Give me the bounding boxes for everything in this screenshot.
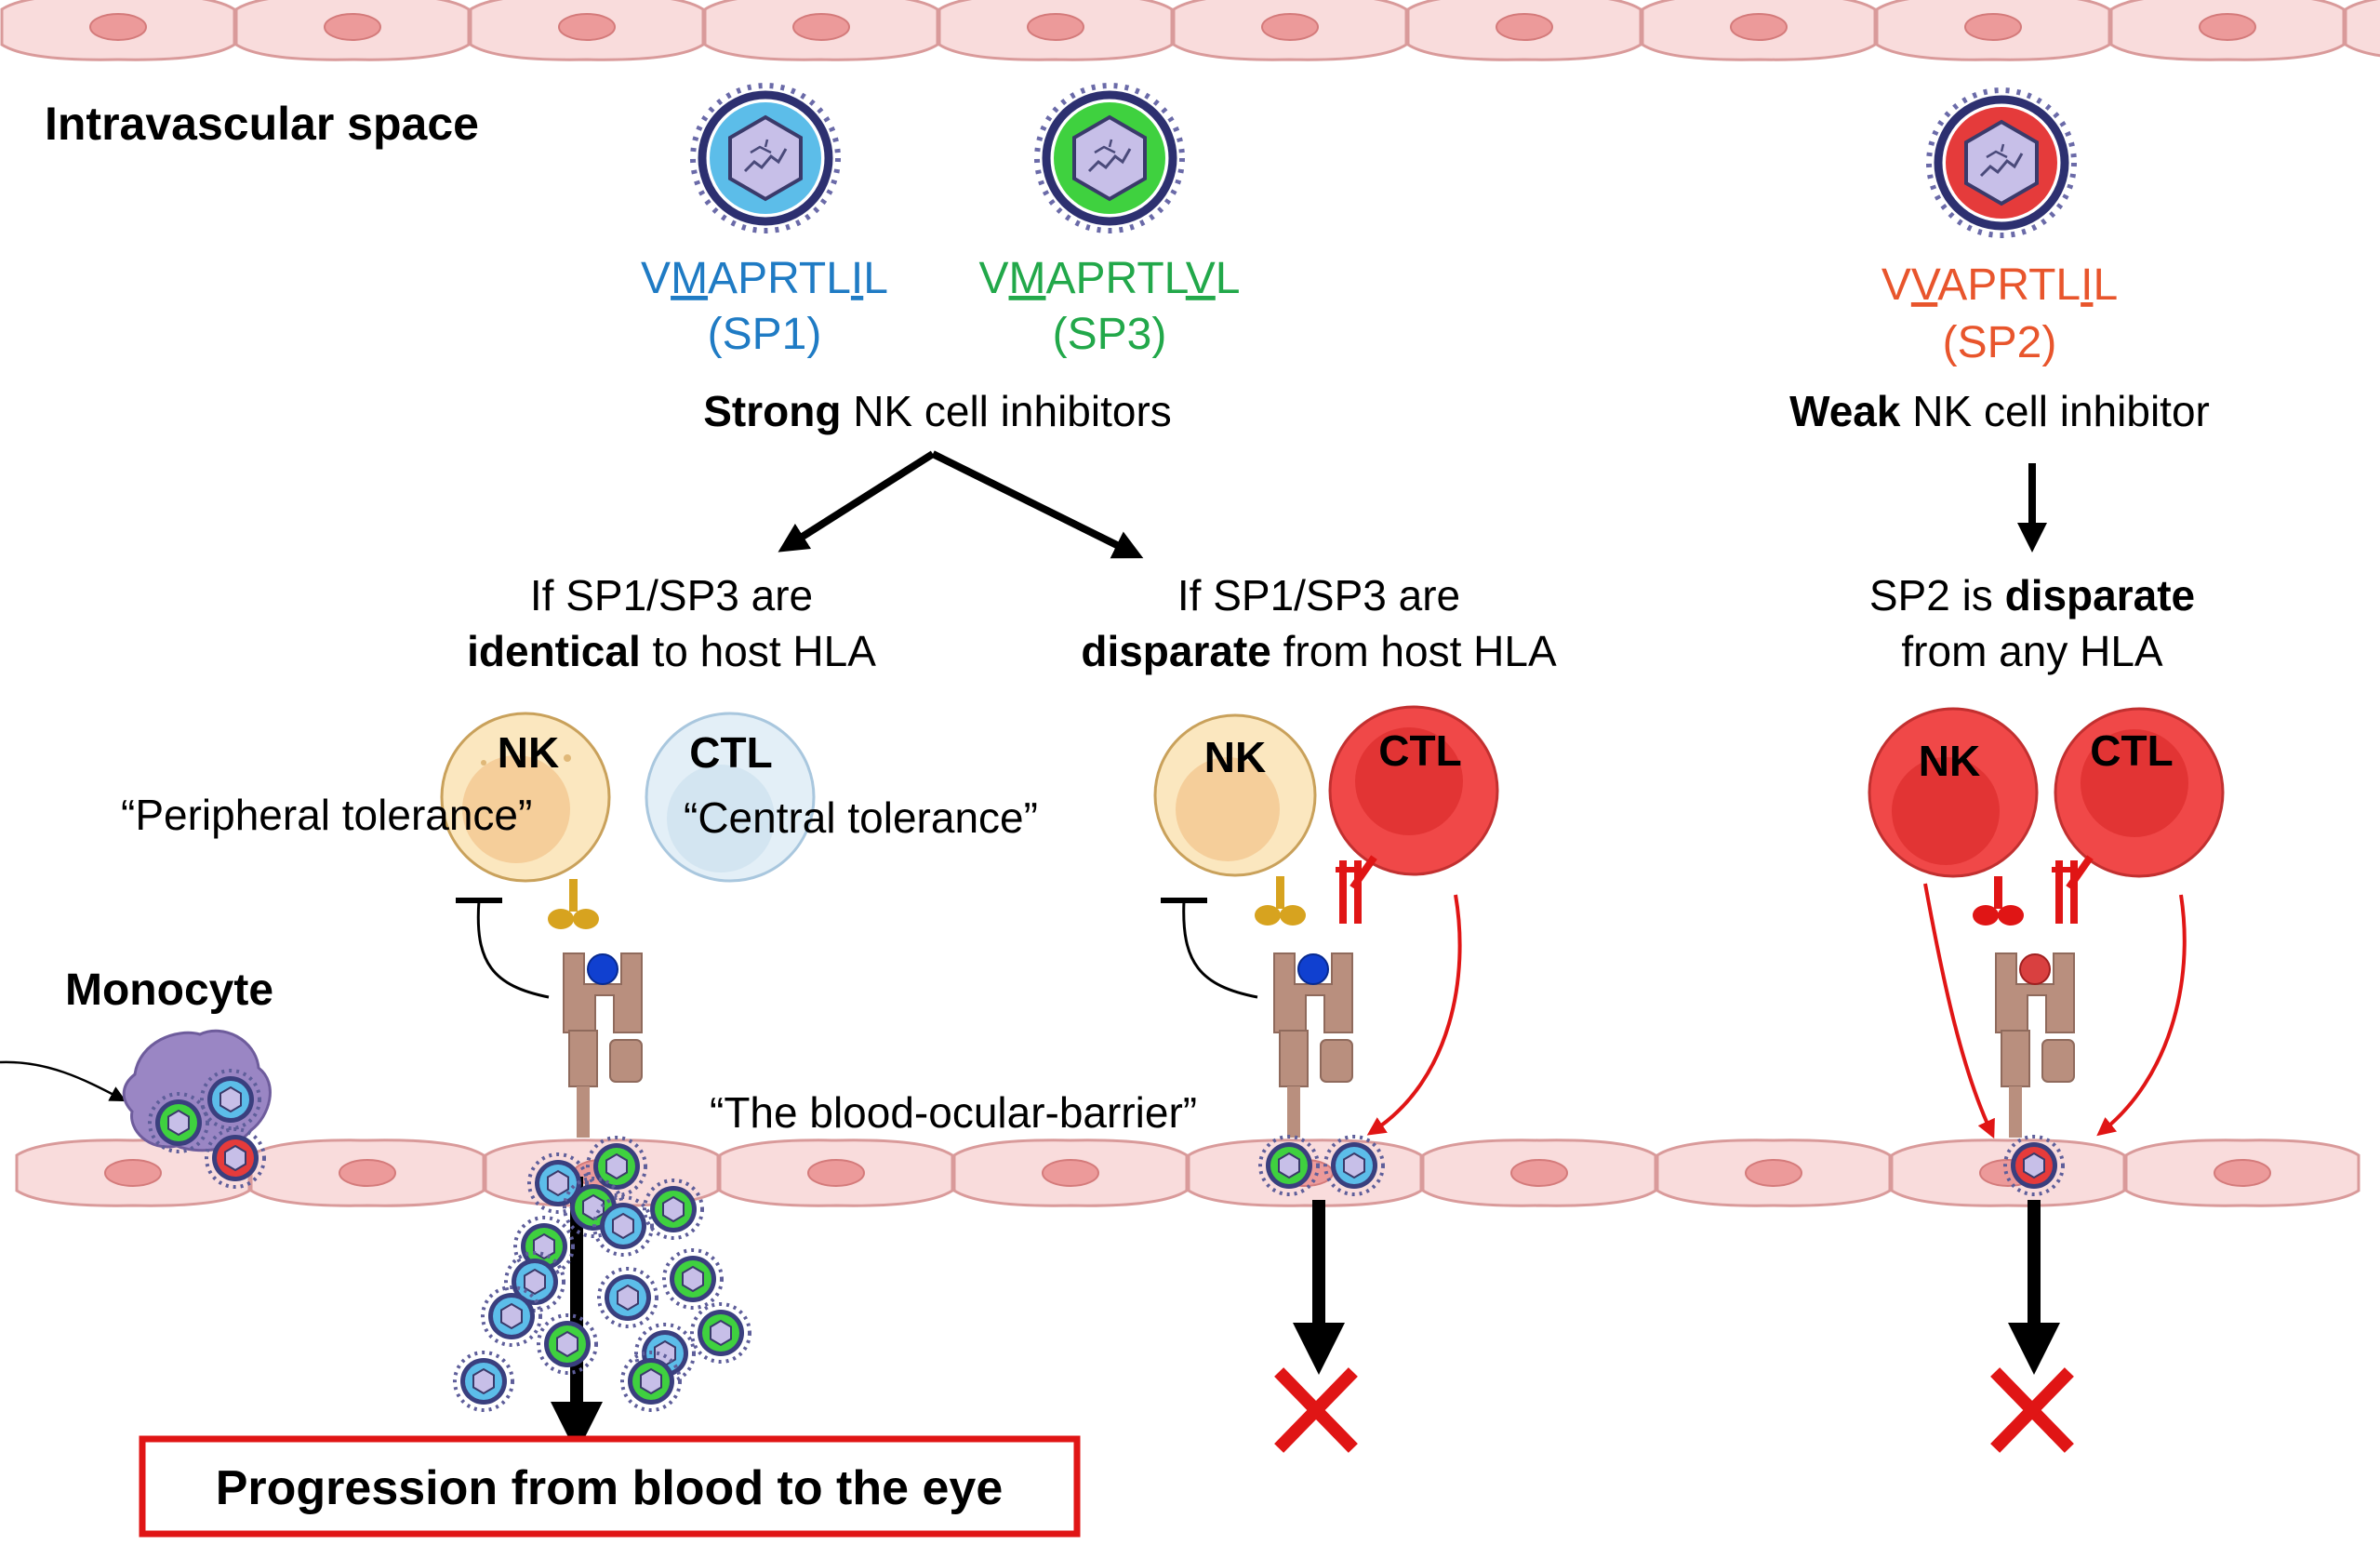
- sp1-name: (SP1): [708, 310, 822, 359]
- nk-label-3: NK: [1919, 737, 1980, 785]
- block-x-icon-2: [1274, 1367, 1358, 1453]
- arrow-to-disparate: [931, 450, 1144, 559]
- nk-label-2: NK: [1204, 733, 1266, 781]
- sp2-condition-line2: from any HLA: [1901, 627, 2163, 675]
- ctl-label-2: CTL: [1378, 726, 1461, 775]
- progression-label: Progression from blood to the eye: [216, 1461, 1004, 1515]
- nk-receptor-icon: [548, 879, 599, 929]
- peripheral-tolerance-label: “Peripheral tolerance”: [121, 791, 532, 839]
- ctl-cell-icon-2: [1328, 705, 1499, 876]
- peptide-bound-2: [1297, 953, 1329, 985]
- barrier-label: “The blood-ocular-barrier”: [710, 1088, 1197, 1137]
- nk-cell-icon-2: [1153, 713, 1317, 877]
- block-x-icon-3: [1990, 1367, 2074, 1453]
- arrow-to-identical: [778, 450, 936, 553]
- inhibition-arrow-2: [1182, 899, 1258, 999]
- identical-line2: identical to host HLA: [467, 627, 876, 675]
- virus-icon-sp2: [1929, 90, 2074, 235]
- nk-cell-icon-tolerant: [440, 712, 611, 883]
- central-tolerance-label: “Central tolerance”: [684, 793, 1038, 842]
- disparate-line1: If SP1/SP3 are: [1177, 571, 1460, 619]
- sp2-condition-line1: SP2 is disparate: [1869, 571, 2195, 619]
- nk-receptor-icon-2: [1255, 876, 1306, 926]
- ctl-kill-arrow-3: [2096, 894, 2187, 1137]
- weak-inhibitor-label: Weak NK cell inhibitor: [1789, 387, 2210, 435]
- inhibition-arrow-1: [476, 899, 550, 999]
- virus-icon-sp1: [693, 86, 838, 231]
- virus-icon-blocked-3: [2003, 1135, 2065, 1196]
- nk-receptor-icon-3: [1973, 876, 2024, 926]
- ctl-kill-arrow-2: [1366, 894, 1462, 1136]
- sp3-name: (SP3): [1053, 310, 1167, 359]
- peptide-bound-3: [2019, 953, 2051, 985]
- peptide-bound-1: [587, 953, 618, 985]
- monocyte-entry-arrow: [0, 1060, 126, 1102]
- strong-inhibitor-label: Strong NK cell inhibitors: [703, 387, 1172, 435]
- monocyte-icon: [122, 1029, 272, 1189]
- sp1-sequence: VMAPRTLIL: [641, 254, 888, 303]
- nk-cell-icon-3: [1868, 707, 2039, 878]
- top-endothelium: [0, 0, 2380, 61]
- ctl-label-3: CTL: [2090, 726, 2173, 775]
- monocyte-label: Monocyte: [65, 966, 273, 1015]
- virus-icon-sp3: [1037, 86, 1182, 231]
- tcr-icon-3: [2052, 855, 2094, 924]
- identical-line1: If SP1/SP3 are: [530, 571, 813, 619]
- ctl-cell-icon-3: [2054, 707, 2225, 878]
- ctl-label-tolerant: CTL: [689, 728, 772, 777]
- hla-receptor-icon-3: [1995, 952, 2075, 1138]
- hla-receptor-icon-1: [563, 952, 643, 1138]
- sp2-sequence: VVAPRTLIL: [1881, 260, 2118, 310]
- intravascular-label: Intravascular space: [45, 98, 479, 150]
- sp3-sequence: VMAPRTLVL: [979, 254, 1241, 303]
- progression-box: [139, 1435, 1081, 1538]
- hla-receptor-icon-2: [1273, 952, 1353, 1138]
- disparate-line2: disparate from host HLA: [1081, 627, 1557, 675]
- ctl-cell-icon-tolerant: [645, 712, 816, 883]
- tcr-icon-2: [1336, 855, 1377, 924]
- nk-label-tolerant: NK: [498, 728, 559, 777]
- nk-kill-arrow-3: [1923, 883, 1995, 1139]
- sp2-name: (SP2): [1943, 318, 2057, 367]
